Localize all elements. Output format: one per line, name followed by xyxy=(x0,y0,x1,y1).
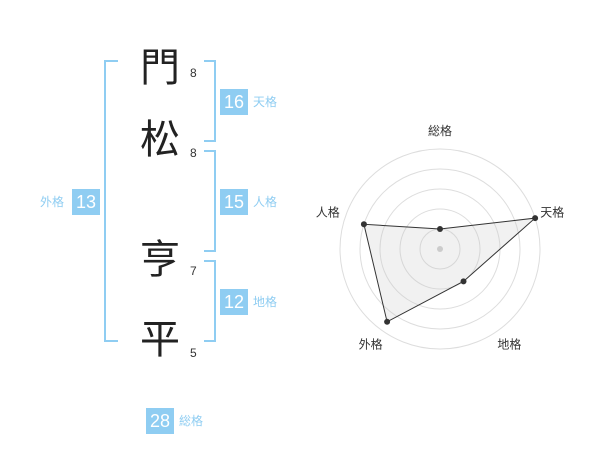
radar-point-3 xyxy=(384,318,391,325)
name-char-3: 亨 xyxy=(140,237,180,283)
gaikaku-label: 外格 xyxy=(40,195,65,209)
chikaku-value: 12 xyxy=(220,289,248,315)
stroke-count-1: 8 xyxy=(190,66,197,80)
chikaku-bracket xyxy=(204,260,216,342)
soukaku-label: 総格 xyxy=(179,414,204,428)
tenkaku-label: 天格 xyxy=(253,95,278,109)
gaikaku-value: 13 xyxy=(72,189,100,215)
radar-axis-label-3: 外格 xyxy=(359,336,383,351)
radar-point-0 xyxy=(437,226,443,232)
stroke-count-4: 5 xyxy=(190,346,197,360)
radar-ring-4 xyxy=(359,168,521,330)
radar-axis-label-4: 人格 xyxy=(316,205,340,220)
chikaku-label: 地格 xyxy=(253,295,278,309)
radar-points xyxy=(360,215,539,325)
tenkaku-bracket xyxy=(204,60,216,142)
jinkaku-value: 15 xyxy=(220,189,248,215)
radar-point-2 xyxy=(460,278,467,285)
stroke-count-2: 8 xyxy=(190,146,197,160)
radar-axis-label-0: 総格 xyxy=(428,123,452,138)
name-char-1: 門 xyxy=(140,45,180,91)
gaikaku-bracket xyxy=(104,60,118,342)
jinkaku-label: 人格 xyxy=(253,195,278,209)
radar-ring-5 xyxy=(339,148,541,350)
name-char-2: 松 xyxy=(140,117,180,163)
radar-axis-label-1: 天格 xyxy=(540,205,564,220)
jinkaku-bracket xyxy=(204,150,216,252)
radar-axis-label-2: 地格 xyxy=(497,336,521,351)
radar-point-1 xyxy=(532,215,539,222)
soukaku-value: 28 xyxy=(146,408,174,434)
radar-center-point xyxy=(437,246,443,252)
radar-ring-2 xyxy=(399,208,481,290)
radar-point-4 xyxy=(360,221,367,228)
radar-data-area xyxy=(363,217,537,323)
stroke-count-3: 7 xyxy=(190,264,197,278)
name-char-4: 平 xyxy=(140,317,180,363)
tenkaku-value: 16 xyxy=(220,89,248,115)
